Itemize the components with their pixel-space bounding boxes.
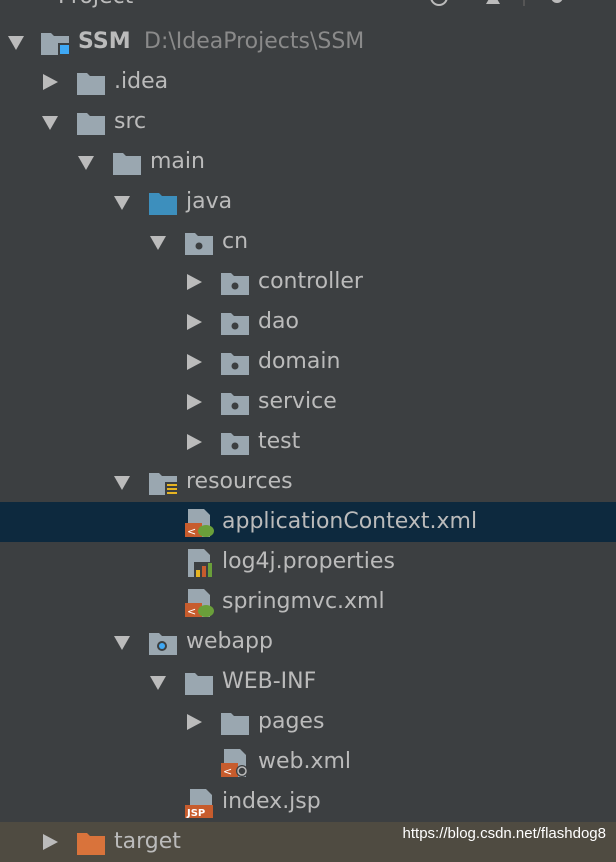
chevron-right-icon[interactable] — [40, 832, 60, 852]
web-xml-file-icon: < — [221, 749, 248, 778]
chevron-down-icon[interactable] — [112, 632, 132, 652]
module-folder-icon — [41, 33, 70, 55]
tree-node-label: springmvc.xml — [222, 589, 385, 614]
svg-text:<: < — [187, 525, 196, 538]
tree-node-label: applicationContext.xml — [222, 509, 478, 534]
tree-node-log4j-properties[interactable]: log4j.properties — [0, 542, 616, 582]
project-tool-window-header: Project — [0, 0, 616, 8]
tree-node-label: test — [258, 429, 301, 454]
tree-node-web-xml[interactable]: < web.xml — [0, 742, 616, 782]
spring-xml-file-icon: < — [185, 589, 214, 618]
web-folder-icon — [149, 633, 177, 655]
tree-node-idea[interactable]: .idea — [0, 62, 616, 102]
locate-icon[interactable] — [430, 0, 448, 6]
excluded-folder-icon — [77, 833, 105, 855]
tree-node-label: .idea — [114, 69, 169, 94]
tree-node-label: dao — [258, 309, 299, 334]
chevron-down-icon[interactable] — [148, 672, 168, 692]
package-icon — [221, 393, 249, 415]
svg-text:<: < — [187, 605, 196, 618]
tree-node-label: log4j.properties — [222, 549, 395, 574]
tree-node-label: java — [186, 189, 233, 214]
tree-node-dao[interactable]: dao — [0, 302, 616, 342]
tree-node-java[interactable]: java — [0, 182, 616, 222]
tree-node-ssm[interactable]: SSM D:\IdeaProjects\SSM — [0, 22, 616, 62]
chevron-right-icon[interactable] — [184, 432, 204, 452]
tree-node-src[interactable]: src — [0, 102, 616, 142]
resources-folder-icon — [149, 473, 178, 496]
chevron-right-icon[interactable] — [40, 72, 60, 92]
tree-node-label: target — [114, 829, 181, 854]
tree-node-label: domain — [258, 349, 341, 374]
jsp-file-icon: JSP — [185, 789, 213, 818]
tree-node-label: resources — [186, 469, 293, 494]
tree-node-label: src — [114, 109, 147, 134]
tree-node-domain[interactable]: domain — [0, 342, 616, 382]
source-folder-icon — [149, 193, 177, 215]
folder-icon — [77, 113, 105, 135]
svg-text:JSP: JSP — [186, 808, 205, 818]
tree-node-controller[interactable]: controller — [0, 262, 616, 302]
tree-node-springmvc-xml[interactable]: < springmvc.xml — [0, 582, 616, 622]
package-icon — [221, 313, 249, 335]
spring-xml-file-icon: < — [185, 509, 214, 538]
tree-node-label: index.jsp — [222, 789, 321, 814]
folder-icon — [77, 73, 105, 95]
chevron-down-icon[interactable] — [40, 112, 60, 132]
chevron-right-icon[interactable] — [184, 272, 204, 292]
tree-node-webapp[interactable]: webapp — [0, 622, 616, 662]
properties-file-icon — [188, 549, 213, 578]
collapse-all-icon[interactable] — [484, 0, 502, 6]
svg-text:<: < — [223, 765, 232, 778]
chevron-right-icon[interactable] — [184, 352, 204, 372]
package-icon — [185, 233, 213, 255]
tree-node-web-inf[interactable]: WEB-INF — [0, 662, 616, 702]
chevron-down-icon[interactable] — [112, 472, 132, 492]
project-title[interactable]: Project — [58, 0, 133, 8]
tree-node-index-jsp[interactable]: JSP index.jsp — [0, 782, 616, 822]
chevron-right-icon[interactable] — [184, 712, 204, 732]
tree-node-label: main — [150, 149, 205, 174]
folder-icon — [113, 153, 141, 175]
watermark: https://blog.csdn.net/flashdog8 — [402, 825, 606, 842]
chevron-down-icon[interactable] — [6, 32, 26, 52]
tree-node-label: controller — [258, 269, 363, 294]
package-icon — [221, 433, 249, 455]
tree-node-label: WEB-INF — [222, 669, 317, 694]
chevron-right-icon[interactable] — [184, 392, 204, 412]
tree-node-label: cn — [222, 229, 249, 254]
tree-node-label: pages — [258, 709, 325, 734]
tree-node-cn[interactable]: cn — [0, 222, 616, 262]
tree-node-label: service — [258, 389, 337, 414]
gear-icon[interactable] — [548, 0, 566, 6]
chevron-down-icon[interactable] — [112, 192, 132, 212]
tree-node-applicationcontext-xml[interactable]: < applicationContext.xml — [0, 502, 616, 542]
tree-node-resources[interactable]: resources — [0, 462, 616, 502]
folder-icon — [221, 713, 249, 735]
toolbar-separator — [523, 0, 525, 6]
package-icon — [221, 273, 249, 295]
chevron-down-icon[interactable] — [76, 152, 96, 172]
project-path: D:\IdeaProjects\SSM — [144, 29, 365, 54]
chevron-down-icon[interactable] — [148, 232, 168, 252]
tree-node-main[interactable]: main — [0, 142, 616, 182]
tree-node-test[interactable]: test — [0, 422, 616, 462]
tree-node-service[interactable]: service — [0, 382, 616, 422]
tree-node-label: SSM — [78, 29, 131, 54]
package-icon — [221, 353, 249, 375]
tree-node-pages[interactable]: pages — [0, 702, 616, 742]
folder-icon — [185, 673, 213, 695]
chevron-right-icon[interactable] — [184, 312, 204, 332]
tree-node-label: web.xml — [258, 749, 352, 774]
tree-node-label: webapp — [186, 629, 273, 654]
